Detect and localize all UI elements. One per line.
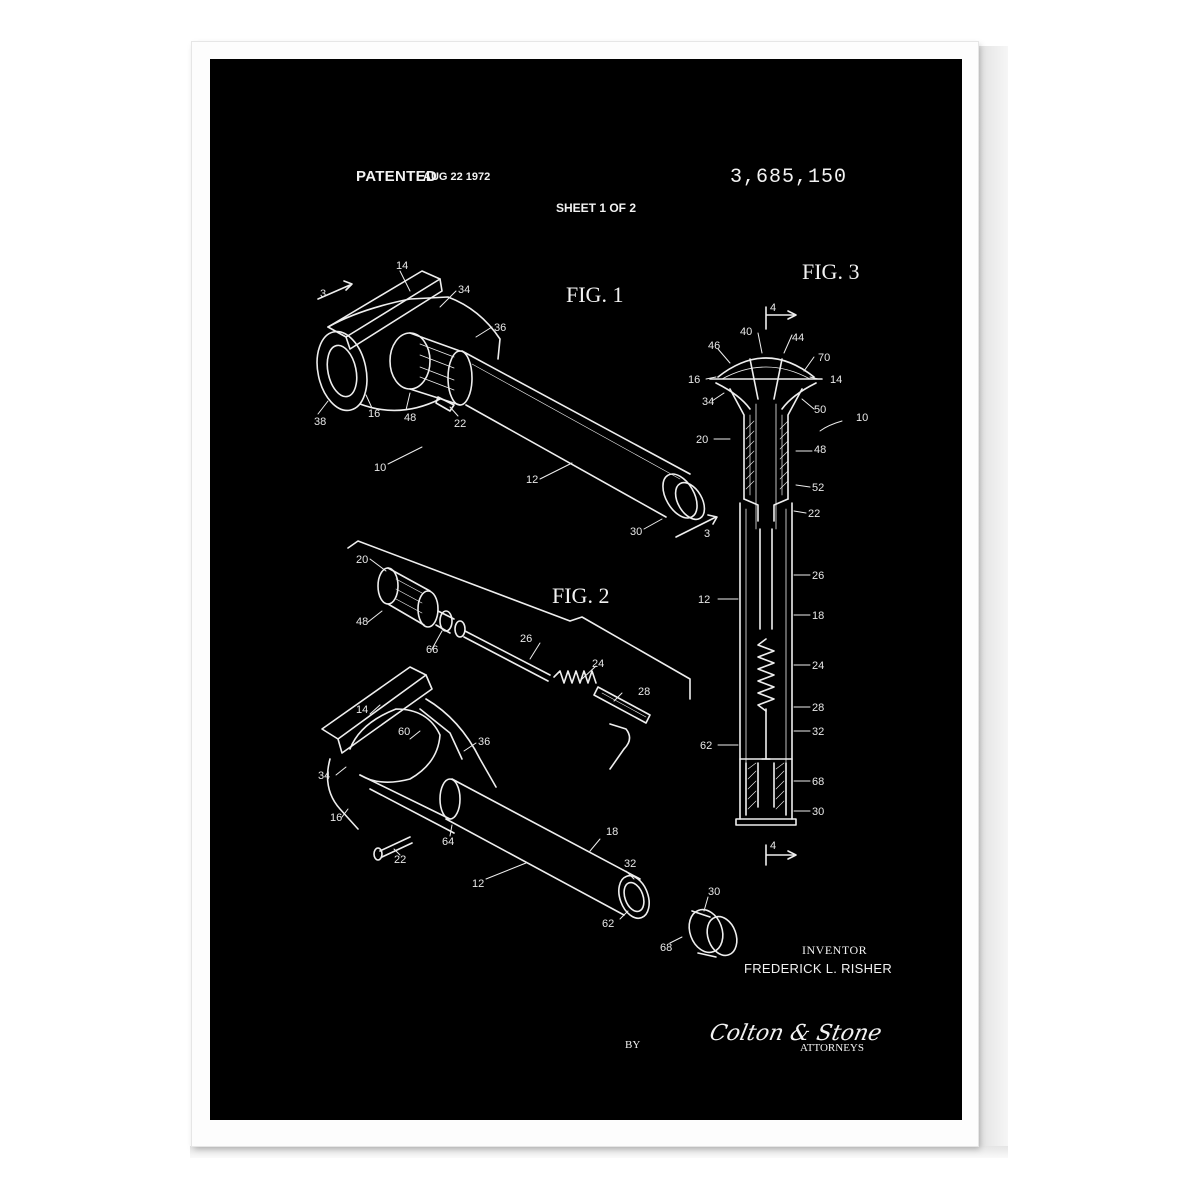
ref-label: 4 [770,302,776,314]
ref-label: 34 [458,284,470,296]
ref-label: 32 [812,726,824,738]
ref-label: 4 [770,840,776,852]
ref-label: 14 [356,704,368,716]
inventor-label: INVENTOR [802,943,867,958]
ref-label: 34 [318,770,330,782]
ref-label: 12 [472,878,484,890]
ref-label: 38 [314,416,326,428]
ref-label: 44 [792,332,804,344]
ref-label: 52 [812,482,824,494]
ref-label: 3 [704,528,710,540]
ref-label: 12 [526,474,538,486]
ref-label: 28 [812,702,824,714]
attorneys-label: ATTORNEYS [800,1042,864,1054]
ref-label: 16 [688,374,700,386]
ref-label: 48 [404,412,416,424]
ref-label: 68 [812,776,824,788]
frame-edge-shadow [978,46,1008,1156]
ref-label: 48 [356,616,368,628]
ref-label: 18 [812,610,824,622]
ref-label: 28 [638,686,650,698]
ref-label: 16 [368,408,380,420]
ref-label: 66 [426,644,438,656]
fig2-exploded-drawing [322,541,742,960]
ref-label: 40 [740,326,752,338]
ref-label: 14 [396,260,408,272]
ref-label: 30 [630,526,642,538]
ref-label: 12 [698,594,710,606]
ref-label: 64 [442,836,454,848]
ref-label: 22 [454,418,466,430]
ref-label: 18 [606,826,618,838]
ref-label: 3 [320,288,326,300]
ref-label: 26 [812,570,824,582]
ref-label: 30 [708,886,720,898]
ref-label: 46 [708,340,720,352]
ref-label: 48 [814,444,826,456]
ref-label: 10 [856,412,868,424]
ref-label: 68 [660,942,672,954]
ref-label: 62 [700,740,712,752]
ref-label: 26 [520,633,532,645]
ref-label: 22 [808,508,820,520]
patent-poster: PATENTED AUG 22 1972 3,685,150 SHEET 1 O… [210,59,962,1120]
ref-label: 10 [374,462,386,474]
ref-label: 32 [624,858,636,870]
fig1-razor-drawing [310,271,717,537]
ref-label: 70 [818,352,830,364]
ref-label: 50 [814,404,826,416]
ref-label: 62 [602,918,614,930]
ref-label: 34 [702,396,714,408]
ref-label: 36 [494,322,506,334]
ref-label: 22 [394,854,406,866]
ref-label: 36 [478,736,490,748]
frame-bottom-shadow [190,1146,1008,1158]
ref-label: 16 [330,812,342,824]
ref-label: 14 [830,374,842,386]
ref-label: 24 [812,660,824,672]
ref-label: 20 [356,554,368,566]
ref-label: 30 [812,806,824,818]
ref-label: 20 [696,434,708,446]
ref-label: 24 [592,658,604,670]
by-label: BY [625,1039,640,1051]
inventor-name: FREDERICK L. RISHER [744,961,892,976]
ref-label: 60 [398,726,410,738]
